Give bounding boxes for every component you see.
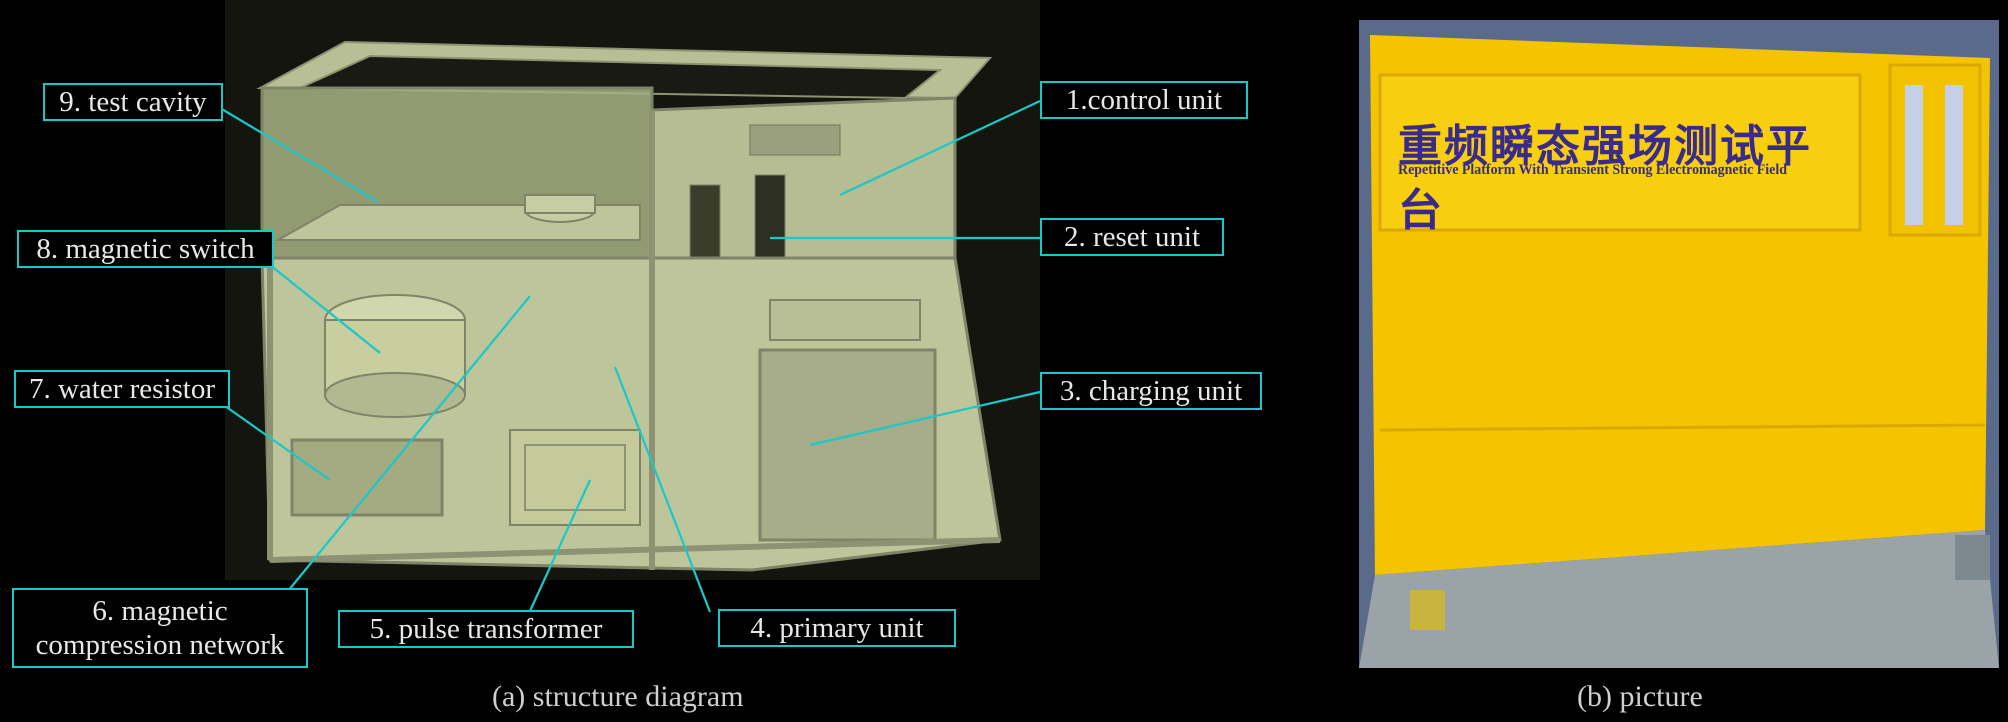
- leader-control-unit: [839, 100, 1041, 196]
- leader-water-resistor: [224, 405, 331, 481]
- label-reset-unit: 2. reset unit: [1040, 218, 1224, 256]
- label-water-resistor: 7. water resistor: [14, 370, 230, 408]
- structure-diagram: [225, 0, 1040, 580]
- caption-structure-diagram: (a) structure diagram: [492, 680, 744, 713]
- label-charging-unit: 3. charging unit: [1040, 372, 1262, 410]
- leader-magnetic-compression: [287, 295, 531, 592]
- label-magnetic-compression-line2: compression network: [35, 629, 285, 661]
- leader-magnetic-switch: [269, 264, 381, 354]
- label-magnetic-compression-line1: 6. magnetic: [92, 595, 228, 627]
- label-magnetic-compression-network: 6. magnetic compression network: [12, 588, 308, 668]
- leader-lines: [219, 100, 1041, 613]
- cabinet-picture: [1359, 20, 1999, 668]
- leader-charging-unit: [809, 390, 1041, 447]
- label-magnetic-switch: 8. magnetic switch: [17, 230, 274, 268]
- label-control-unit: 1.control unit: [1040, 81, 1248, 119]
- label-pulse-transformer: 5. pulse transformer: [338, 610, 634, 648]
- leader-test-cavity: [219, 107, 379, 203]
- label-primary-unit: 4. primary unit: [718, 609, 956, 647]
- leader-pulse-transformer: [528, 479, 592, 612]
- caption-picture: (b) picture: [1577, 680, 1703, 713]
- label-test-cavity: 9. test cavity: [43, 83, 223, 121]
- sign-chinese-text: 重频瞬态强场测试平台: [1398, 121, 1812, 236]
- leader-primary-unit: [613, 366, 712, 613]
- sign-english-text: Repetitive Platform With Transient Stron…: [1398, 162, 1788, 178]
